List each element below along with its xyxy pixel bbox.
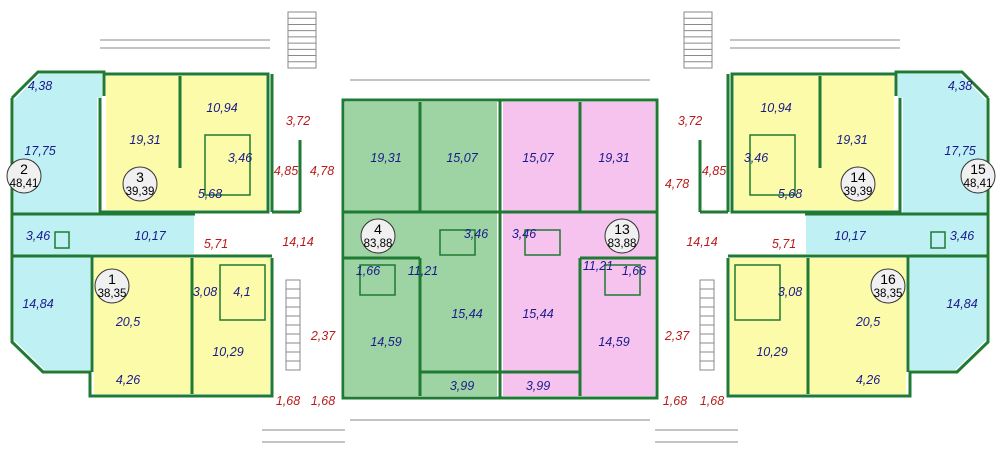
room-area-label: 11,21 [583,259,613,273]
apartment-number: 15 [970,161,986,177]
room-area-label: 4,38 [28,79,52,93]
apartment-badge-3: 339,39 [122,166,158,202]
apartment-total-area: 38,35 [874,288,903,300]
room-area-label: 3,08 [778,285,802,299]
dimension-lines [100,39,900,443]
apartment-16-hall [806,214,986,254]
room-area-label: 14,84 [22,297,53,311]
room-area-label: 19,31 [370,151,401,165]
room-area-label: 4,26 [856,373,880,387]
apartment-total-area: 48,41 [10,178,39,190]
corridor-area-label: 3,72 [286,114,310,128]
room-area-label: 10,17 [834,229,866,243]
room-area-label: 3,46 [26,229,50,243]
room-area-label: 15,44 [451,307,482,321]
apartment-badge-2: 248,41 [6,158,42,194]
room-area-label: 10,29 [212,345,243,359]
stair-bottom-left [285,279,301,371]
room-area-label: 14,59 [370,335,401,349]
room-area-label: 14,59 [598,335,629,349]
corridor-area-label: 1,68 [276,394,300,408]
corridor-area-label: 14,14 [282,235,313,249]
corridor-area-label: 1,68 [700,394,724,408]
stair-top-right [683,11,713,69]
room-area-label: 15,07 [522,151,554,165]
room-area-label: 1,66 [622,264,646,278]
apartment-1-bay [14,254,90,370]
room-area-label: 15,07 [446,151,478,165]
corridor-area-label: 5,71 [772,237,796,251]
room-area-label: 4,26 [116,373,140,387]
corridor-area-label: 14,14 [686,235,717,249]
room-area-label: 3,99 [450,379,474,393]
corridor-area-label: 4,78 [665,177,689,191]
room-area-label: 1,66 [356,264,380,278]
apartment-total-area: 39,39 [126,186,155,198]
room-area-label: 20,5 [115,315,140,329]
bathroom-walls [54,134,946,321]
room-area-label: 17,75 [944,144,975,158]
apartment-badge-4: 483,88 [360,218,396,254]
room-area-label: 3,46 [228,151,252,165]
stair-top-left [287,11,317,69]
room-area-label: 19,31 [598,151,629,165]
room-area-label: 3,46 [950,229,974,243]
apartment-total-area: 38,35 [98,288,127,300]
apartment-number: 3 [136,169,144,185]
room-area-label: 3,99 [526,379,550,393]
room-area-label: 20,5 [855,315,880,329]
room-area-label: 3,08 [193,285,217,299]
apartment-number: 13 [614,221,630,237]
apartment-16-bay [910,254,986,370]
apartment-badge-1: 138,35 [94,268,130,304]
corridor-area-label: 3,72 [678,114,702,128]
walls [10,70,990,400]
room-area-label: 15,44 [522,307,553,321]
corridor-area-label: 1,68 [663,394,687,408]
room-area-label: 3,46 [744,151,768,165]
stair-bottom-right [699,279,715,371]
corridor-area-label: 5,71 [204,237,228,251]
apartment-number: 1 [108,271,116,287]
room-area-label: 10,94 [206,101,237,115]
apartment-total-area: 83,88 [608,238,637,250]
apartment-number: 2 [20,161,28,177]
corridor-area-label: 4,85 [274,164,298,178]
corridor-area-label: 4,78 [310,164,334,178]
room-area-label: 3,46 [512,227,536,241]
corridor-area-label: 2,37 [310,329,336,343]
room-area-label: 17,75 [24,144,55,158]
room-area-label: 3,46 [464,227,488,241]
apartment-total-area: 48,41 [964,178,993,190]
apartment-total-area: 83,88 [364,238,393,250]
room-area-label: 4,38 [948,79,972,93]
room-area-label: 10,17 [134,229,166,243]
room-area-label: 5,68 [198,187,222,201]
room-area-label: 19,31 [836,133,867,147]
apartment-number: 14 [850,169,866,185]
room-area-label: 19,31 [129,133,160,147]
corridor-area-label: 4,85 [702,164,726,178]
room-area-label: 10,29 [756,345,787,359]
room-area-label: 4,1 [233,285,250,299]
apartment-total-area: 39,39 [844,186,873,198]
corridor-area-label: 1,68 [311,394,335,408]
room-area-label: 14,84 [946,297,977,311]
corridor-area-label: 2,37 [664,329,690,343]
room-area-label: 11,21 [408,264,438,278]
room-area-label: 10,94 [760,101,791,115]
apartment-number: 16 [880,271,896,287]
apartment-number: 4 [374,221,382,237]
apartment-1-hall [14,214,194,254]
room-area-label: 5,68 [778,187,802,201]
